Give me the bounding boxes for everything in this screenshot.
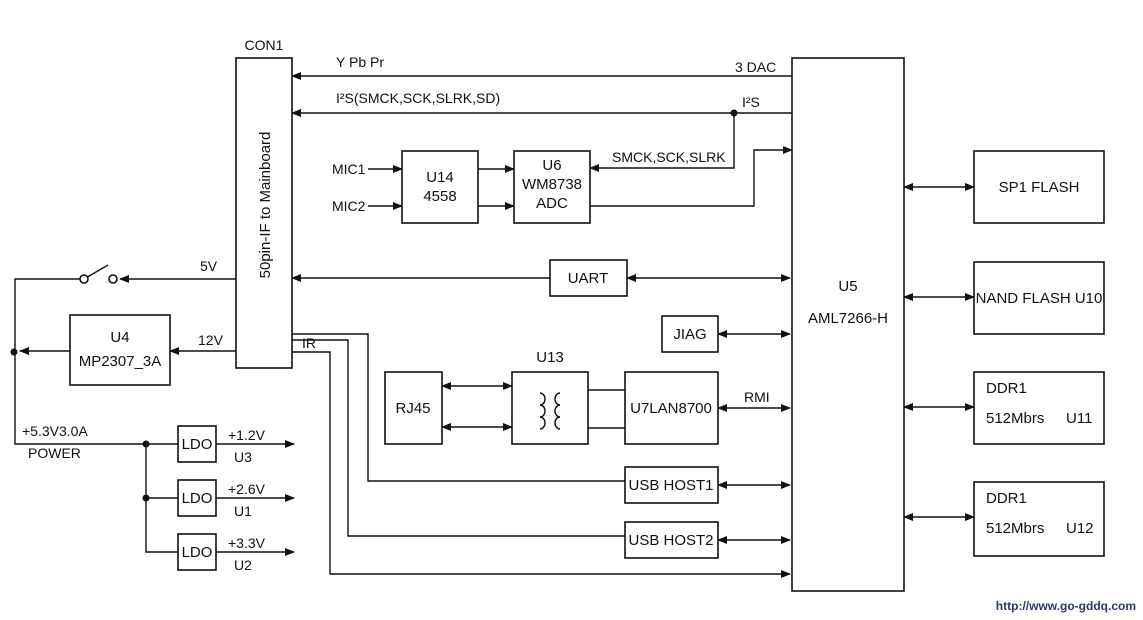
power-voltage-label: +5.3V3.0A bbox=[22, 423, 88, 439]
spi-label: SP1 FLASH bbox=[999, 179, 1080, 196]
usb1-block bbox=[624, 466, 719, 504]
u4-name: U4 bbox=[110, 329, 129, 346]
ldo2-label: LDO bbox=[182, 490, 213, 507]
usb2-label: USB HOST2 bbox=[628, 532, 713, 549]
con1-usb1-wire bbox=[292, 333, 625, 482]
wires bbox=[10, 72, 975, 578]
usb2-block bbox=[624, 521, 719, 559]
nand-label: NAND FLASH U10 bbox=[976, 290, 1103, 307]
u6-name: U6 bbox=[542, 157, 561, 174]
u7-block bbox=[624, 371, 719, 445]
u13-label: U13 bbox=[536, 349, 564, 366]
transformer-coils-icon bbox=[539, 392, 561, 430]
ddr-b-ref: U12 bbox=[1066, 520, 1094, 537]
smck-wire bbox=[589, 113, 735, 172]
ddr-b-block bbox=[973, 481, 1105, 557]
blocks: CON1 50pin-IF to Mainboard U14 4558 U6 W… bbox=[69, 37, 1105, 592]
u6-block bbox=[513, 150, 591, 224]
12v-label: 12V bbox=[198, 332, 224, 348]
smck-label: SMCK,SCK,SLRK bbox=[612, 149, 726, 165]
switch-contact-a bbox=[79, 274, 89, 284]
switch-contact-b bbox=[108, 274, 118, 284]
power-bus-wire bbox=[14, 352, 178, 445]
ypbpr-label: Y Pb Pr bbox=[336, 54, 384, 70]
u6-part: WM8738 bbox=[522, 176, 582, 193]
u14-block bbox=[401, 150, 479, 224]
rmi-label: RMI bbox=[744, 389, 770, 405]
u4-part: MP2307_3A bbox=[79, 353, 162, 370]
ldo3-label: LDO bbox=[182, 544, 213, 561]
u14-name: U14 bbox=[426, 169, 454, 186]
power-junction bbox=[10, 348, 18, 356]
nand-block bbox=[973, 261, 1105, 335]
jiag-label: JIAG bbox=[673, 326, 706, 343]
u14-part: 4558 bbox=[423, 188, 456, 205]
out1-voltage-label: +1.2V bbox=[228, 427, 266, 443]
ddr-a-ref: U11 bbox=[1066, 410, 1092, 427]
ldo1-label: LDO bbox=[182, 436, 213, 453]
ldo-bus-wire bbox=[145, 444, 178, 553]
con1-title: CON1 bbox=[245, 37, 284, 53]
i2s-label: I²S bbox=[742, 94, 760, 110]
u7-label: U7LAN8700 bbox=[630, 400, 712, 417]
power-label: POWER bbox=[28, 445, 81, 461]
ir-wire bbox=[292, 351, 791, 578]
ddr-b-size: 512Mbrs bbox=[986, 520, 1044, 537]
ldo1-block bbox=[177, 425, 217, 463]
u5-part: AML7266-H bbox=[808, 310, 888, 327]
signal-labels: Y Pb Pr 3 DAC I²S(SMCK,SCK,SLRK,SD) I²S … bbox=[22, 54, 776, 573]
u5-block bbox=[791, 57, 905, 592]
u5-name: U5 bbox=[838, 278, 857, 295]
out1-ref-label: U3 bbox=[234, 449, 252, 465]
mic2-label: MIC2 bbox=[332, 198, 366, 214]
out3-ref-label: U2 bbox=[234, 557, 252, 573]
rj45-label: RJ45 bbox=[395, 400, 430, 417]
jiag-block bbox=[661, 315, 719, 353]
out3-voltage-label: +3.3V bbox=[228, 535, 266, 551]
rj45-block bbox=[384, 371, 443, 445]
con1-label: 50pin-IF to Mainboard bbox=[257, 132, 274, 279]
mic1-label: MIC1 bbox=[332, 161, 366, 177]
adc-wire bbox=[590, 146, 793, 207]
ddr-a-size: 512Mbrs bbox=[986, 410, 1044, 427]
u13-block bbox=[511, 371, 589, 445]
ir-label: IR bbox=[302, 335, 316, 351]
out2-voltage-label: +2.6V bbox=[228, 481, 266, 497]
dac-label: 3 DAC bbox=[735, 59, 776, 75]
uart-block bbox=[549, 259, 628, 297]
ddr-a-block bbox=[973, 371, 1105, 445]
usb1-label: USB HOST1 bbox=[628, 477, 713, 494]
con1-usb2-wire bbox=[292, 339, 625, 537]
u4-block bbox=[69, 314, 171, 386]
ddr-b-title: DDR1 bbox=[986, 490, 1027, 507]
ddr-a-title: DDR1 bbox=[986, 380, 1027, 397]
con1-block bbox=[235, 57, 293, 369]
spi-block bbox=[973, 150, 1105, 224]
watermark-text: http://www.go-gddq.com bbox=[996, 599, 1136, 613]
uart-label: UART bbox=[568, 270, 609, 287]
ldo3-block bbox=[177, 533, 217, 571]
i2s-bus-label: I²S(SMCK,SCK,SLRK,SD) bbox=[336, 90, 500, 106]
switch-left-wire bbox=[14, 278, 84, 352]
5v-label: 5V bbox=[200, 258, 218, 274]
out2-ref-label: U1 bbox=[234, 503, 252, 519]
ldo2-block bbox=[177, 479, 217, 517]
u6-func: ADC bbox=[536, 195, 568, 212]
